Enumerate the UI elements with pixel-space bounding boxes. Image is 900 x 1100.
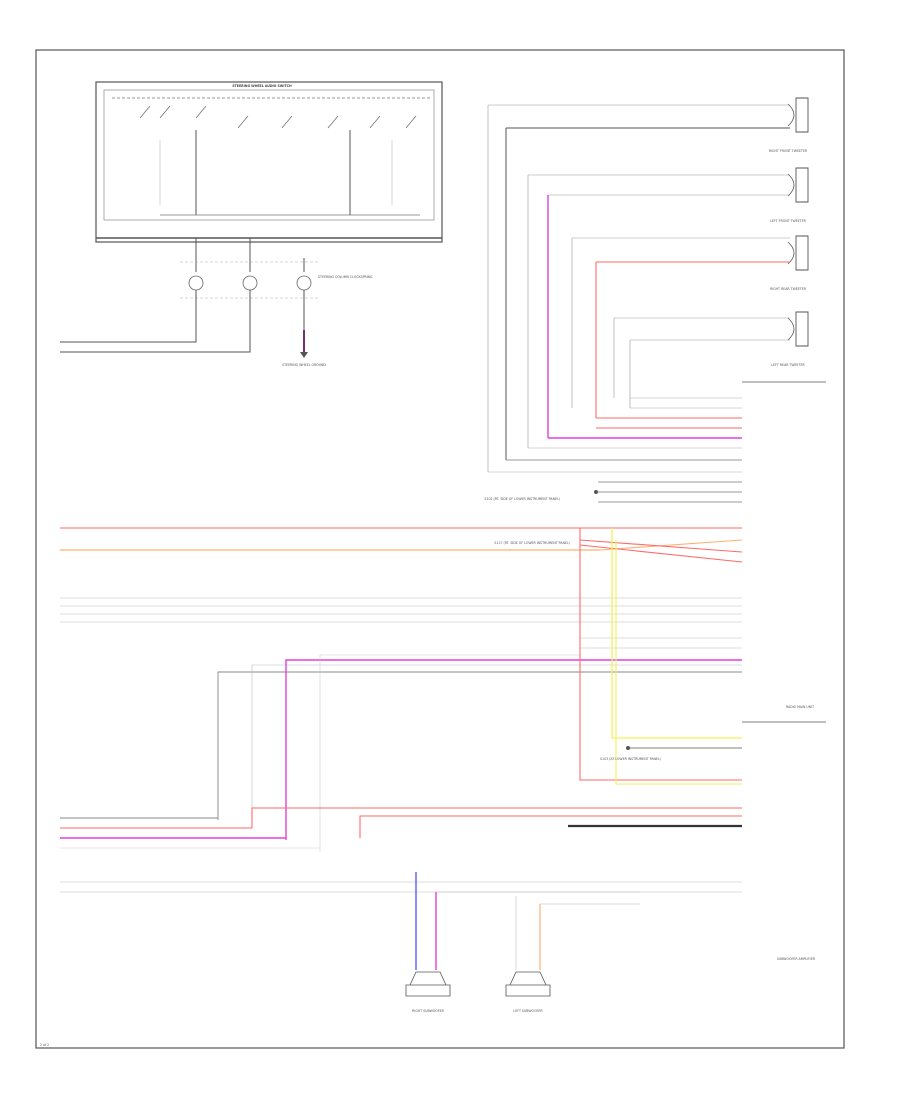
switch-feed-wires [60, 330, 251, 353]
clockspring: STEERING COLUMN CLOCKSPRING [180, 238, 373, 340]
tweeters: RIGHT FRONT TWEETER LEFT FRONT TWEETER R… [488, 97, 809, 367]
steering-wheel-switch: STEERING WHEEL AUDIO SWITCH [95, 81, 443, 243]
splice-label-b: S117 (RT. SIDE OF LOWER INSTRUMENT PANEL… [494, 541, 570, 545]
right-front-tweeter: RIGHT FRONT TWEETER [769, 97, 809, 153]
splice-label-a: S102 (RT. SIDE OF LOWER INSTRUMENT PANEL… [484, 497, 560, 501]
connector-icon [188, 275, 204, 291]
splice-icon [594, 490, 598, 494]
splice-label-c: S103 (AT LOWER INSTRUMENT PANEL) [600, 757, 661, 761]
diagram-frame [35, 49, 845, 1049]
left-rear-tweeter: LEFT REAR TWEETER [771, 311, 809, 367]
steering-ground: STEERING WHEEL GROUND [282, 330, 326, 367]
right-rear-tweeter-label: RIGHT REAR TWEETER [770, 287, 807, 291]
left-front-tweeter: LEFT FRONT TWEETER [770, 167, 809, 223]
connector-icon [296, 275, 312, 291]
ground-icon [300, 352, 308, 358]
main-harness: S117 (RT. SIDE OF LOWER INSTRUMENT PANEL… [60, 527, 826, 852]
ground-label: STEERING WHEEL GROUND [282, 363, 326, 367]
left-subwoofer-label: LEFT SUBWOOFER [513, 1009, 543, 1013]
right-front-tweeter-label: RIGHT FRONT TWEETER [769, 149, 808, 153]
radio-main-unit-label: RADIO MAIN UNIT [786, 705, 814, 709]
radio-connector-1: S102 (RT. SIDE OF LOWER INSTRUMENT PANEL… [484, 105, 826, 503]
left-front-tweeter-label: LEFT FRONT TWEETER [770, 219, 807, 223]
cross-wires: S103 (AT LOWER INSTRUMENT PANEL) [579, 528, 742, 785]
right-rear-tweeter: RIGHT REAR TWEETER [770, 235, 809, 291]
subwoofers: RIGHT SUBWOOFER LEFT SUBWOOFER [405, 872, 640, 1013]
clockspring-label: STEERING COLUMN CLOCKSPRING [318, 275, 373, 279]
connector-icon [242, 275, 258, 291]
page-number: 2 of 2 [40, 1043, 49, 1047]
subwoofer-amp-label: SUBWOOFER AMPLIFIER [777, 957, 816, 961]
left-subwoofer: LEFT SUBWOOFER [505, 971, 551, 1013]
right-subwoofer-label: RIGHT SUBWOOFER [412, 1009, 444, 1013]
right-subwoofer: RIGHT SUBWOOFER [405, 971, 451, 1013]
steering-switch-title: STEERING WHEEL AUDIO SWITCH [232, 84, 292, 88]
left-rear-tweeter-label: LEFT REAR TWEETER [771, 363, 805, 367]
subwoofer-harness [60, 807, 742, 893]
